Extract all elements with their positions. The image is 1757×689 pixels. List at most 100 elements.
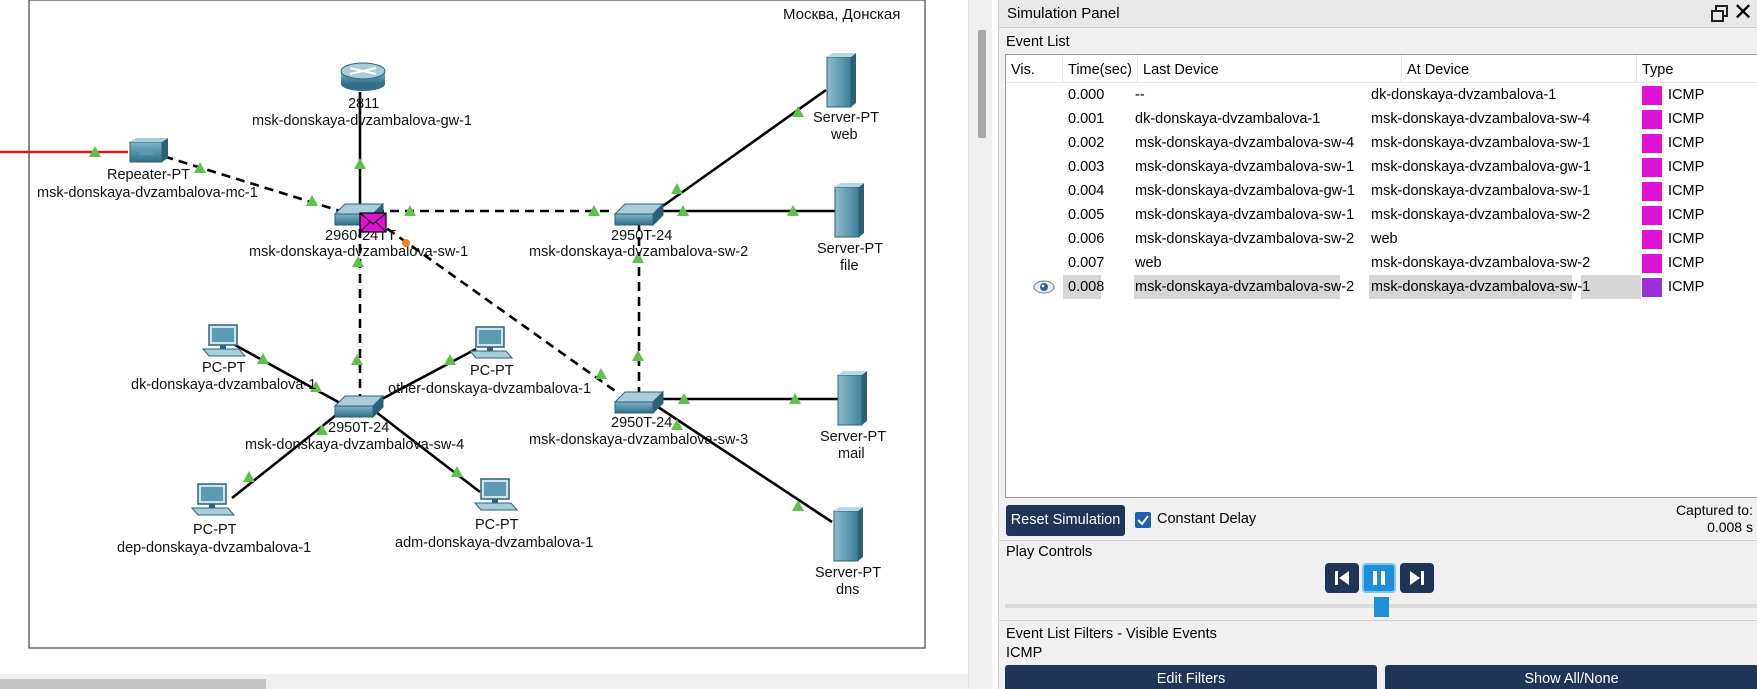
- event-at-device: msk-donskaya-dvzambalova-sw-2: [1371, 207, 1591, 223]
- sw1-name-label: msk-donskaya-dvzambalova-sw-1: [249, 244, 468, 260]
- play-controls-label: Play Controls: [1006, 544, 1093, 560]
- logical-workspace[interactable]: Москва, Донская: [0, 0, 968, 689]
- switch-sw-4[interactable]: 2950T-24 msk-donskaya-dvzambalova-sw-4: [245, 395, 464, 453]
- pc-dep-model-label: PC-PT: [193, 522, 237, 538]
- pc-dep-name-label: dep-donskaya-dvzambalova-1: [117, 540, 311, 556]
- router-gw-1[interactable]: 2811 msk-donskaya-dvzambalova-gw-1: [252, 62, 472, 129]
- repeater-mc-1[interactable]: Repeater-PT msk-donskaya-dvzambalova-mc-…: [37, 138, 258, 201]
- section-divider: [999, 540, 1757, 541]
- sw2-model-label: 2950T-24: [611, 228, 672, 244]
- repeater-model-label: Repeater-PT: [107, 167, 190, 183]
- event-last-device: dk-donskaya-dvzambalova-1: [1135, 111, 1321, 127]
- event-list-table[interactable]: Vis. Time(sec) Last Device At Device Typ…: [1005, 54, 1757, 498]
- server-mail[interactable]: Server-PT mail: [820, 370, 886, 462]
- close-icon[interactable]: ✕: [1733, 0, 1754, 26]
- event-at-device: dk-donskaya-dvzambalova-1: [1371, 87, 1557, 103]
- captured-to-label: Captured to:: [1675, 502, 1753, 518]
- event-last-device: --: [1135, 87, 1145, 103]
- region-label: Москва, Донская: [783, 6, 900, 23]
- edit-filters-button[interactable]: Edit Filters: [1005, 665, 1377, 689]
- event-type-color-swatch[interactable]: [1642, 110, 1662, 129]
- restore-window-icon[interactable]: [1710, 4, 1730, 24]
- server-dns[interactable]: Server-PT dns: [815, 506, 881, 598]
- event-at-device: msk-donskaya-dvzambalova-sw-4: [1371, 111, 1591, 127]
- event-type-color-swatch[interactable]: [1642, 254, 1662, 273]
- event-type-color-swatch[interactable]: [1642, 230, 1662, 249]
- pc-other-name-label: other-donskaya-dvzambalova-1: [388, 381, 591, 397]
- link-sw4-pcadm: [375, 410, 481, 494]
- event-type-color-swatch[interactable]: [1642, 278, 1662, 297]
- event-type-color-swatch[interactable]: [1642, 158, 1662, 177]
- router-name-label: msk-donskaya-dvzambalova-gw-1: [252, 113, 472, 129]
- event-at-device: msk-donskaya-dvzambalova-sw-1: [1371, 279, 1591, 295]
- server-file[interactable]: Server-PT file: [817, 182, 883, 274]
- column-last-device[interactable]: Last Device: [1138, 55, 1402, 83]
- row-highlight: [1581, 275, 1641, 299]
- event-type-color-swatch[interactable]: [1642, 86, 1662, 105]
- column-vis[interactable]: Vis.: [1006, 55, 1063, 83]
- column-time[interactable]: Time(sec): [1063, 55, 1138, 83]
- link-sw2-web: [659, 88, 827, 210]
- play-speed-slider-thumb[interactable]: [1374, 597, 1389, 617]
- event-last-device: msk-donskaya-dvzambalova-sw-1: [1135, 159, 1355, 175]
- pc-adm-model-label: PC-PT: [475, 517, 519, 533]
- event-at-device: msk-donskaya-dvzambalova-sw-1: [1371, 135, 1591, 151]
- event-type-color-swatch[interactable]: [1642, 206, 1662, 225]
- pc-dk-name-label: dk-donskaya-dvzambalova-1: [131, 377, 316, 393]
- event-list-header: Vis. Time(sec) Last Device At Device Typ…: [1006, 55, 1757, 83]
- event-type: ICMP: [1668, 159, 1705, 175]
- link-sw4-pcother: [379, 347, 477, 402]
- reset-simulation-button[interactable]: Reset Simulation: [1006, 505, 1125, 536]
- show-all-none-button[interactable]: Show All/None: [1385, 665, 1757, 689]
- pause-button[interactable]: [1362, 563, 1396, 593]
- constant-delay-checkbox[interactable]: [1135, 512, 1151, 528]
- event-type: ICMP: [1668, 87, 1705, 103]
- pc-other-1[interactable]: PC-PT other-donskaya-dvzambalova-1: [388, 326, 591, 397]
- dns-model-label: Server-PT: [815, 565, 881, 581]
- event-last-device: msk-donskaya-dvzambalova-sw-2: [1135, 231, 1355, 247]
- router-model-label: 2811: [348, 96, 379, 112]
- pc-adm-name-label: adm-donskaya-dvzambalova-1: [395, 535, 593, 551]
- pc-adm-1[interactable]: PC-PT adm-donskaya-dvzambalova-1: [395, 478, 593, 551]
- vertical-scrollbar-thumb[interactable]: [978, 30, 986, 138]
- event-last-device: msk-donskaya-dvzambalova-gw-1: [1135, 183, 1355, 199]
- switch-sw-1[interactable]: 2960-24TT msk-donskaya-dvzambalova-sw-1: [249, 203, 468, 260]
- step-back-icon: [1335, 571, 1349, 585]
- pdu-envelope-icon[interactable]: [359, 212, 387, 233]
- file-name-label: file: [840, 258, 859, 274]
- column-at-device[interactable]: At Device: [1402, 55, 1637, 83]
- server-web[interactable]: Server-PT web: [813, 52, 879, 143]
- event-filters-label: Event List Filters - Visible Events: [1006, 626, 1217, 642]
- step-back-button[interactable]: [1325, 563, 1359, 593]
- pc-dep-1[interactable]: PC-PT dep-donskaya-dvzambalova-1: [117, 483, 311, 556]
- step-forward-button[interactable]: [1400, 563, 1434, 593]
- sw4-model-label: 2950T-24: [328, 420, 389, 436]
- web-model-label: Server-PT: [813, 110, 879, 126]
- event-type-color-swatch[interactable]: [1642, 182, 1662, 201]
- event-type: ICMP: [1668, 255, 1705, 271]
- column-type[interactable]: Type: [1642, 62, 1674, 78]
- event-last-device: msk-donskaya-dvzambalova-sw-2: [1135, 279, 1355, 295]
- file-model-label: Server-PT: [817, 241, 883, 257]
- repeater-name-label: msk-donskaya-dvzambalova-mc-1: [37, 185, 258, 201]
- topology-canvas[interactable]: Москва, Донская: [0, 0, 968, 689]
- event-type: ICMP: [1668, 135, 1705, 151]
- switch-sw-3[interactable]: 2950T-24 msk-donskaya-dvzambalova-sw-3: [529, 391, 748, 448]
- horizontal-scrollbar-thumb[interactable]: [0, 679, 266, 689]
- mail-model-label: Server-PT: [820, 429, 886, 445]
- visible-eye-icon[interactable]: [1032, 279, 1056, 295]
- link-sw4-pcdep: [231, 410, 341, 500]
- event-type-color-swatch[interactable]: [1642, 134, 1662, 153]
- section-divider: [999, 620, 1757, 621]
- switch-sw-2[interactable]: 2950T-24 msk-donskaya-dvzambalova-sw-2: [529, 203, 748, 260]
- pc-dk-1[interactable]: PC-PT dk-donskaya-dvzambalova-1: [131, 324, 316, 393]
